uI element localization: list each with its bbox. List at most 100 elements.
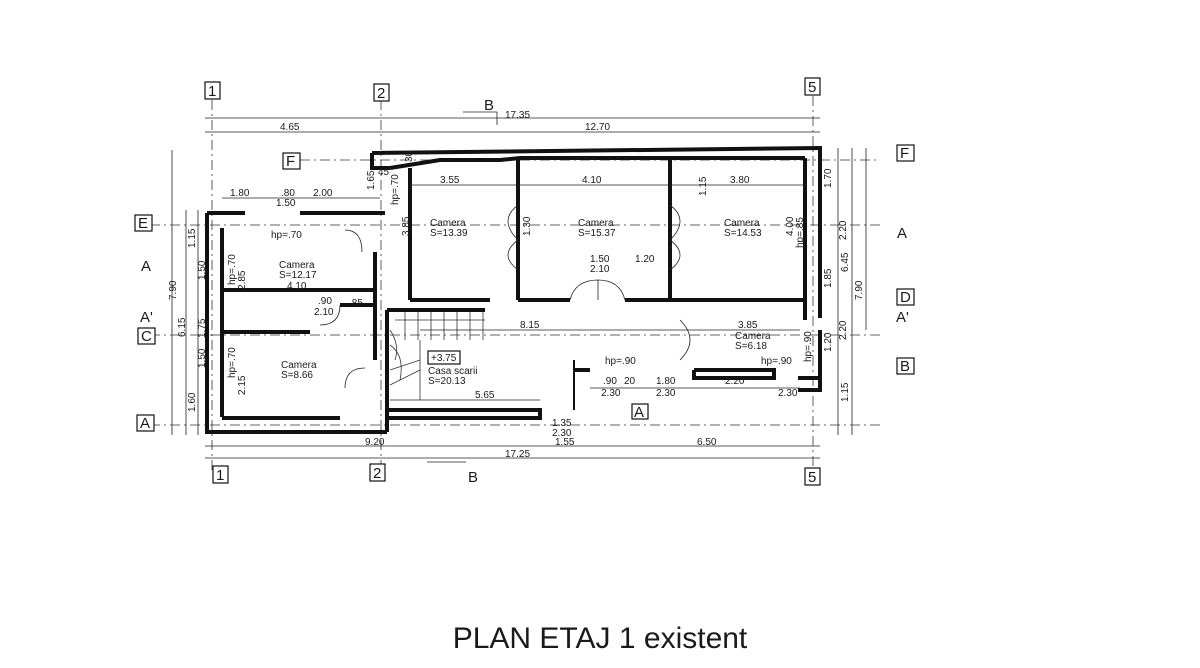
height-labels: hp=.70 hp=.70 hp=.70 hp=.70 hp=.85 hp=.9… — [227, 174, 814, 378]
staircase — [389, 312, 485, 400]
dim-overall-bottom: 17.25 — [505, 449, 530, 460]
dim-230: 2.30 — [656, 388, 676, 399]
dim-400: 4.00 — [785, 216, 796, 236]
dim-120-v: 1.20 — [823, 332, 834, 352]
hp-85: hp=.85 — [795, 217, 806, 248]
dim-170: 1.70 — [823, 168, 834, 188]
room-1-area: S=13.39 — [430, 228, 468, 239]
axis-1-top: 1 — [208, 83, 216, 100]
room-5-area: S=8.66 — [281, 370, 313, 381]
plan-title: PLAN ETAJ 1 existent — [452, 622, 748, 655]
dim-045: 45 — [378, 167, 390, 178]
axis-1-bottom: 1 — [216, 467, 224, 484]
axis-a-inner: A — [634, 404, 644, 421]
dim-210: 2.10 — [590, 264, 610, 275]
room-5-name: Camera — [281, 360, 317, 371]
hp-70-d: hp=.70 — [390, 174, 401, 205]
room-7-name: Camera — [735, 331, 771, 342]
dim-230b: 2.30 — [778, 388, 798, 399]
axis-b-right: B — [900, 358, 910, 375]
room-4-area: S=12.17 — [279, 270, 317, 281]
dim-160: 1.60 — [187, 392, 198, 412]
dim-090b: .90 — [603, 376, 617, 387]
dim-230d: 2.30 — [601, 388, 621, 399]
dim-stair-width: 5.65 — [475, 390, 495, 401]
dim-410a: 4.10 — [582, 175, 602, 186]
dim-220-v: 2.20 — [838, 220, 849, 240]
dim-220-v2: 2.20 — [838, 320, 849, 340]
section-a-prime-left: A' — [140, 309, 153, 326]
section-a-prime-right: A' — [896, 309, 909, 326]
dim-080: .80 — [281, 188, 295, 199]
dim-130: 1.30 — [522, 216, 533, 236]
dim-120: 1.20 — [635, 254, 655, 265]
dim-090: .90 — [318, 296, 332, 307]
section-b-top: B — [484, 97, 494, 114]
dim-overall-top: 17.35 — [505, 110, 530, 121]
dim-115-b: 1.15 — [698, 176, 709, 196]
room-7-area: S=6.18 — [735, 341, 767, 352]
dim-corridor: 8.15 — [520, 320, 540, 331]
dim-385: 3.85 — [738, 320, 758, 331]
axis-c-left: C — [141, 328, 152, 345]
dimension-texts: 17.35 4.65 12.70 3.55 4.10 3.80 1.80 .80… — [168, 110, 865, 460]
hp-70-b: hp=.70 — [227, 254, 238, 285]
room-3-name: Camera — [724, 218, 760, 229]
dim-155: 1.55 — [555, 437, 575, 448]
hp-90-c: hp=.90 — [803, 331, 814, 362]
hp-90-a: hp=.90 — [605, 356, 636, 367]
dim-top-left: 4.65 — [280, 122, 300, 133]
dim-210b: 2.10 — [314, 307, 334, 318]
dim-790-right: 7.90 — [854, 280, 865, 300]
section-a-left: A — [141, 258, 151, 275]
doors — [319, 204, 691, 389]
dim-165: 1.65 — [366, 170, 377, 190]
hp-70-c: hp=.70 — [227, 347, 238, 378]
dim-230c: 2.30 — [552, 428, 572, 439]
axis-f-left: F — [286, 153, 295, 170]
axis-2-top: 2 — [377, 85, 385, 102]
section-marks: B B A A A' A' — [140, 97, 909, 486]
dim-380: 3.80 — [730, 175, 750, 186]
hp-70-a: hp=.70 — [271, 230, 302, 241]
dim-085: .85 — [349, 298, 363, 309]
dim-410b: 4.10 — [287, 281, 307, 292]
dimension-lines — [171, 117, 867, 459]
dim-150-left-b: 1.50 — [197, 348, 208, 368]
dim-115: 1.15 — [187, 228, 198, 248]
dim-215: 2.15 — [237, 375, 248, 395]
dim-355: 3.55 — [440, 175, 460, 186]
axis-e-left: E — [138, 215, 148, 232]
section-a-right: A — [897, 225, 907, 242]
dim-150-left: 1.50 — [197, 260, 208, 280]
section-b-bottom: B — [468, 469, 478, 486]
room-6-area: S=20.13 — [428, 376, 466, 387]
room-3-area: S=14.53 — [724, 228, 762, 239]
axis-a-left: A — [140, 415, 150, 432]
dim-right-total: 6.45 — [840, 252, 851, 272]
dim-030: 30 — [404, 150, 415, 162]
level-mark: +3.75 — [431, 353, 457, 364]
axis-d-right: D — [900, 289, 911, 306]
dim-285: 2.85 — [237, 270, 248, 290]
dim-115-r: 1.15 — [840, 382, 851, 402]
dim-150b: 1.50 — [590, 254, 610, 265]
room-6-name: Casa scarii — [428, 366, 477, 377]
room-4-name: Camera — [279, 260, 315, 271]
dim-220: 2.20 — [725, 376, 745, 387]
dim-185: 1.85 — [823, 268, 834, 288]
axis-5-top: 5 — [808, 79, 816, 96]
dim-bottom-right: 6.50 — [697, 437, 717, 448]
room-labels: Camera S=13.39 Camera S=15.37 Camera S=1… — [279, 218, 771, 387]
dim-385-v: 3.85 — [401, 216, 412, 236]
room-2-name: Camera — [578, 218, 614, 229]
dim-top-right: 12.70 — [585, 122, 610, 133]
axis-f-right: F — [900, 145, 909, 162]
axis-2-bottom: 2 — [373, 465, 381, 482]
dim-180: 1.80 — [230, 188, 250, 199]
dim-200: 2.00 — [313, 188, 333, 199]
dim-left-total: 7.90 — [168, 280, 179, 300]
hp-90-b: hp=.90 — [761, 356, 792, 367]
dim-bottom-left: 9.20 — [365, 437, 385, 448]
